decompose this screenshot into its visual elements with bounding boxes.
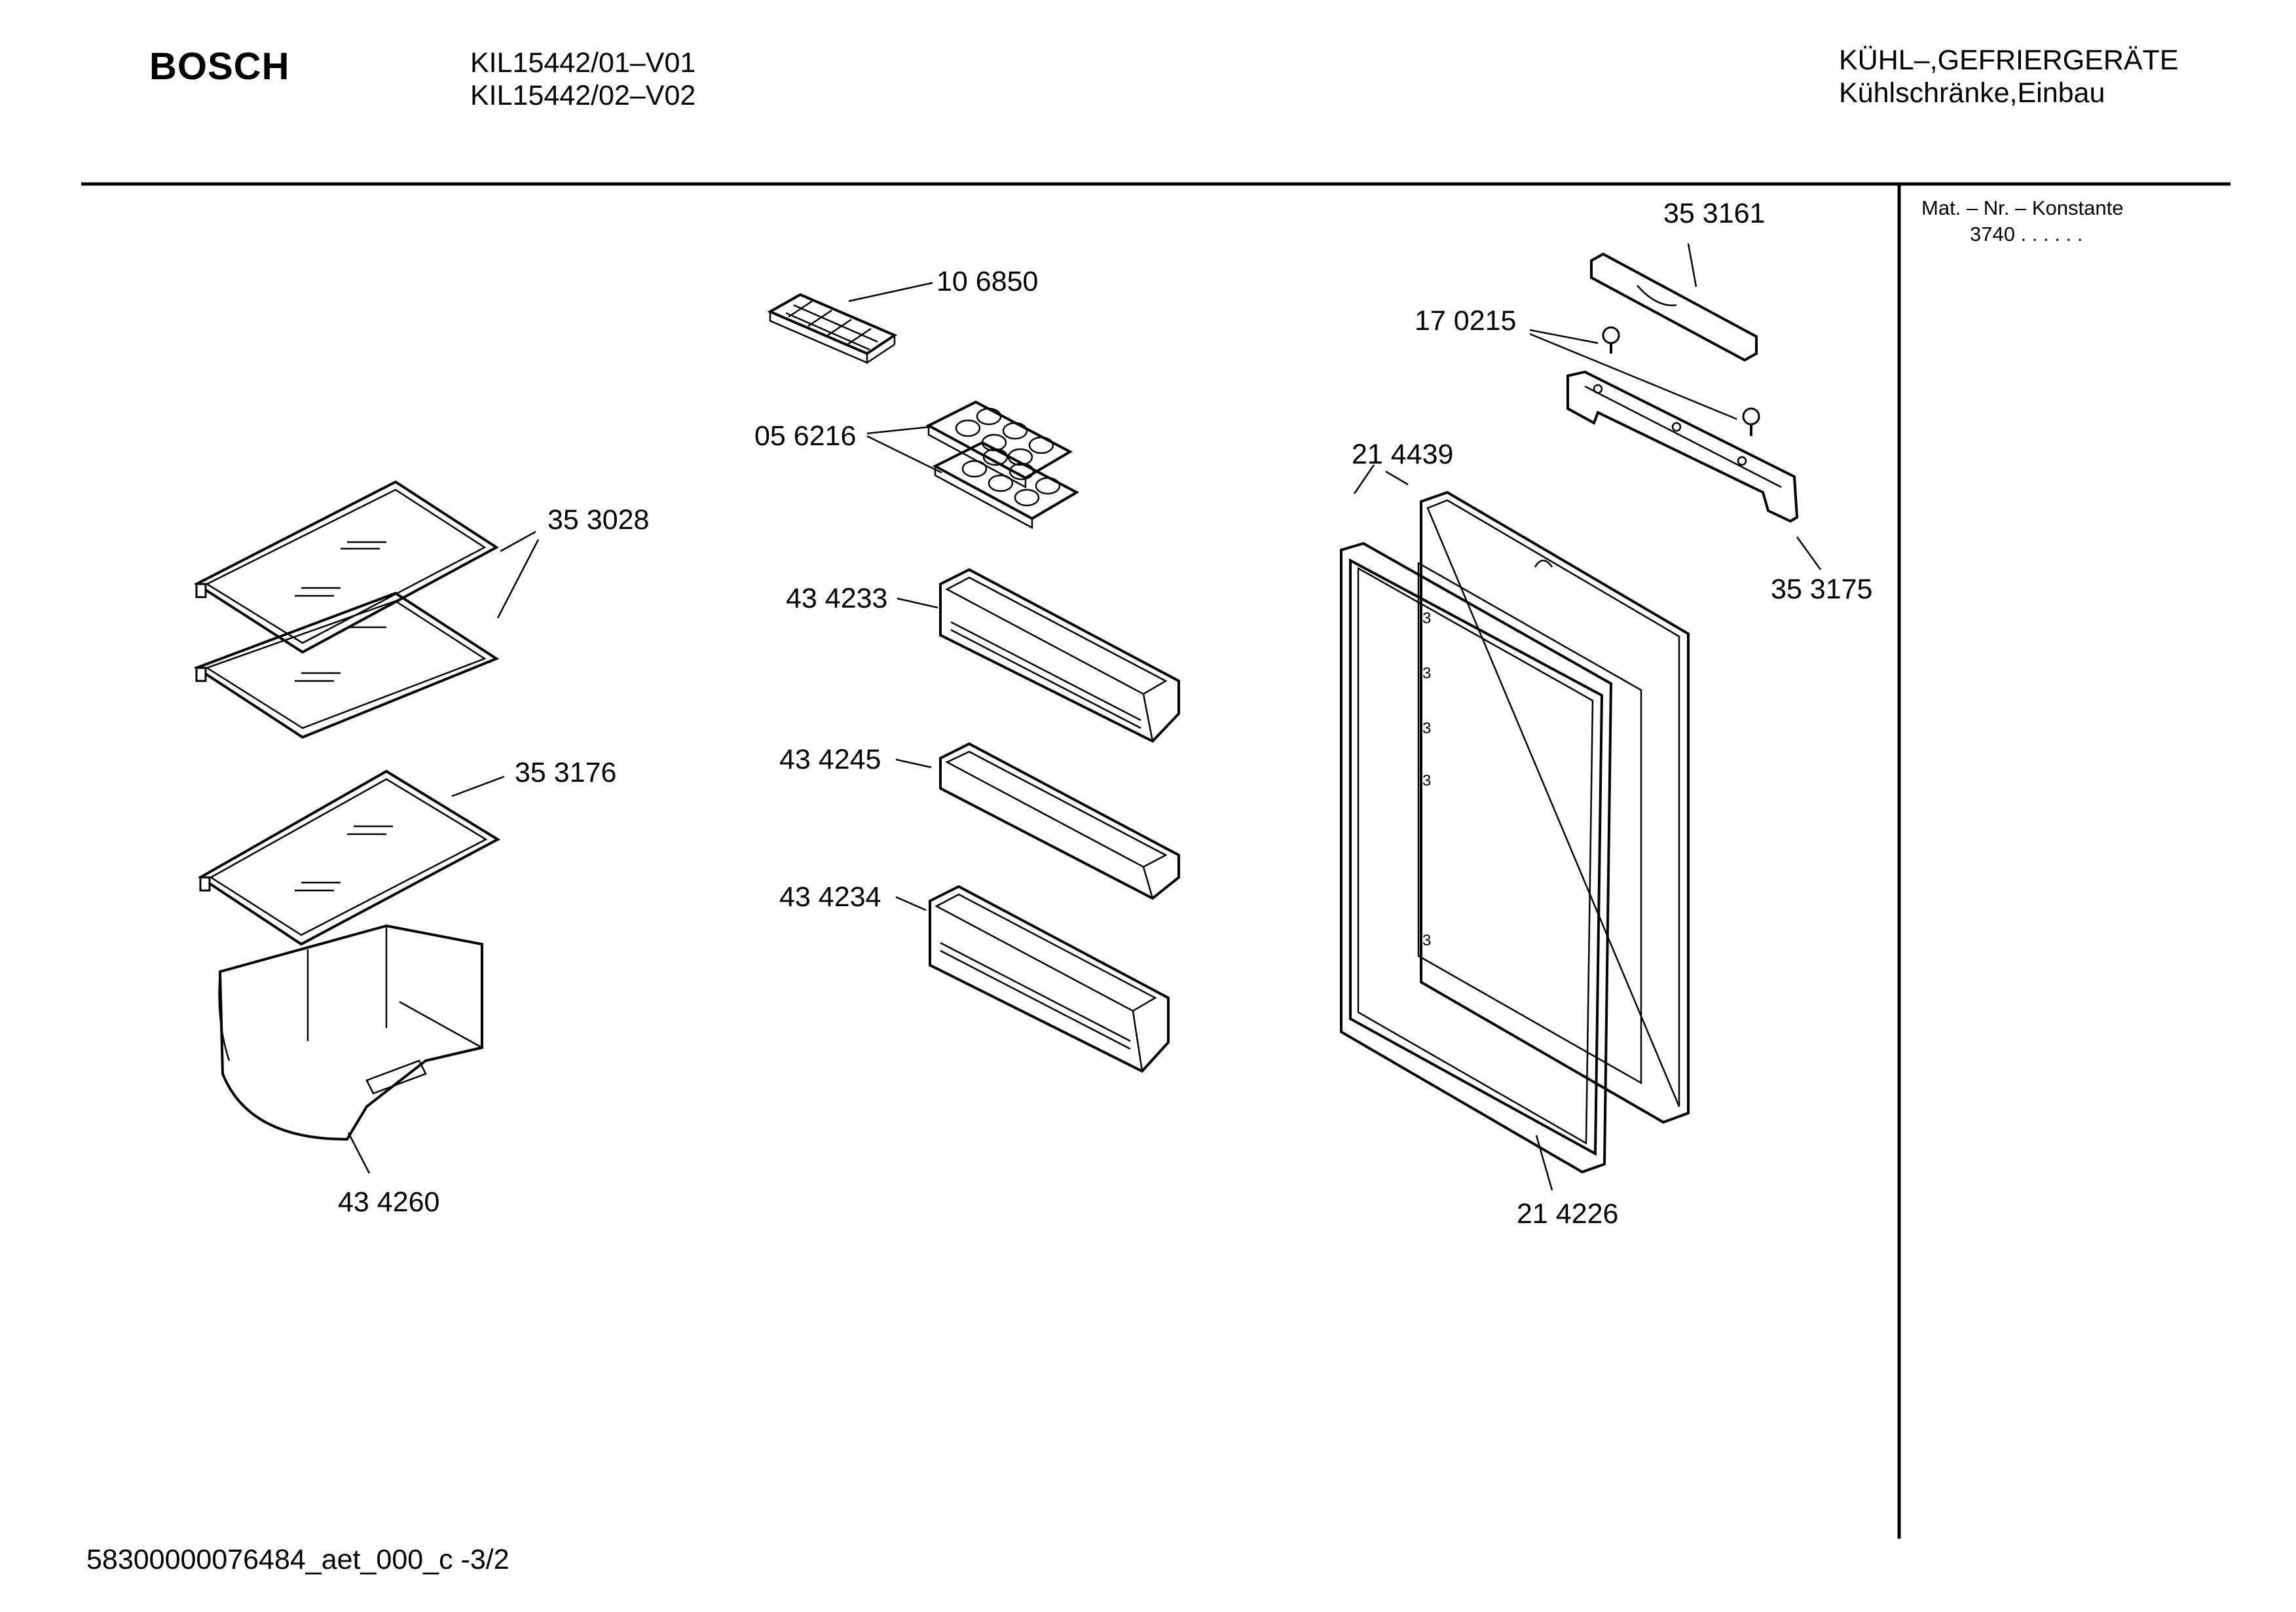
vegetable-drawer	[218, 924, 483, 1141]
screw-right	[1742, 407, 1760, 436]
part-number-17-0215: 17 0215	[1415, 305, 1517, 337]
part-number-35-3176: 35 3176	[515, 757, 617, 788]
document-id: 58300000076484_aet_000_c -3/2	[86, 1544, 509, 1575]
glass-shelf-upper	[193, 480, 499, 654]
svg-text:3: 3	[1422, 610, 1431, 627]
category-subtitle: Kühlschränke,Einbau	[1839, 77, 2105, 109]
svg-text:3: 3	[1422, 772, 1431, 790]
door-panel: 3 3 3 3 3	[1417, 490, 1690, 1124]
part-number-43-4260: 43 4260	[338, 1186, 440, 1218]
part-number-43-4234: 43 4234	[779, 881, 881, 913]
door-trim-top	[1590, 252, 1758, 362]
door-bracket	[1566, 370, 1799, 523]
part-number-35-3175: 35 3175	[1771, 574, 1873, 605]
part-number-21-4439: 21 4439	[1352, 439, 1454, 470]
svg-text:3: 3	[1422, 932, 1431, 949]
door-bin-43-4245	[939, 742, 1180, 900]
svg-text:3: 3	[1422, 665, 1431, 682]
leader-lines	[347, 243, 1822, 1191]
category-title: KÜHL–,GEFRIERGERÄTE	[1839, 45, 2179, 76]
egg-tray-lower	[932, 441, 1080, 530]
part-number-21-4226: 21 4226	[1517, 1198, 1619, 1230]
part-number-43-4233: 43 4233	[786, 583, 888, 614]
screw-left	[1602, 326, 1620, 354]
door-gasket	[1340, 541, 1613, 1174]
model-number-1: KIL15442/01–V01	[470, 47, 696, 79]
part-number-35-3161: 35 3161	[1663, 198, 1766, 229]
door-bin-43-4233	[939, 568, 1180, 743]
glass-shelf-lower	[193, 591, 500, 739]
brand-logo: BOSCH	[149, 45, 290, 88]
model-number-2: KIL15442/02–V02	[470, 80, 696, 111]
glass-shelf-single	[198, 769, 501, 946]
door-bin-43-4234	[929, 885, 1170, 1073]
mat-number-value: 3740 . . . . . .	[1970, 223, 2083, 246]
mat-number-label: Mat. – Nr. – Konstante	[1921, 196, 2124, 219]
svg-text:3: 3	[1422, 720, 1431, 737]
ice-cube-tray	[767, 293, 898, 364]
part-number-10-6850: 10 6850	[936, 266, 1039, 297]
part-number-43-4245: 43 4245	[779, 744, 881, 775]
part-number-05-6216: 05 6216	[754, 420, 857, 452]
egg-tray-upper	[925, 400, 1073, 489]
part-number-35-3028: 35 3028	[547, 504, 650, 536]
